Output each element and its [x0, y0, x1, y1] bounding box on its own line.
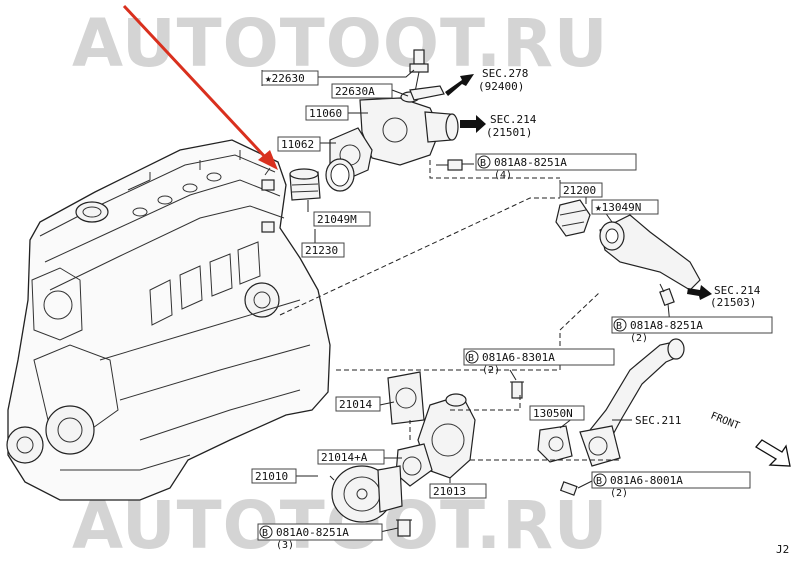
svg-text:SEC.214: SEC.214: [490, 113, 537, 126]
svg-text:★13049N: ★13049N: [595, 201, 641, 214]
gasket-13050n-part: [537, 425, 573, 463]
bolt-label-b1: B 081A8-8251A (4): [475, 153, 637, 181]
inlet-pipe-part: [579, 338, 685, 467]
label-21013: 21013: [429, 483, 487, 499]
svg-text:21049M: 21049M: [317, 213, 357, 226]
engine-block-illustration: [6, 139, 331, 501]
svg-text:21200: 21200: [563, 184, 596, 197]
svg-text:11062: 11062: [281, 138, 314, 151]
label-sec214b: SEC.214 (21503): [710, 284, 761, 309]
svg-text:081A6-8001A: 081A6-8001A: [610, 474, 683, 487]
svg-text:13050N: 13050N: [533, 407, 573, 420]
label-22630: ★22630: [261, 70, 319, 86]
svg-text:21010: 21010: [255, 470, 288, 483]
bolt-b5-part: [396, 519, 412, 537]
leader-lines-top: [261, 69, 560, 243]
svg-text:22630A: 22630A: [335, 85, 375, 98]
watermark-top: AUTOTOOT.RU: [72, 5, 609, 82]
svg-text:21013: 21013: [433, 485, 466, 498]
sec-arrow-214b: [687, 285, 712, 300]
svg-text:081A6-8301A: 081A6-8301A: [482, 351, 555, 364]
label-21230: 21230: [301, 242, 345, 258]
svg-text:★22630: ★22630: [265, 72, 305, 85]
sec-arrow-214a: [460, 115, 486, 133]
svg-text:SEC.211: SEC.211: [635, 414, 681, 427]
sec-arrow-278: [445, 74, 474, 96]
thermostat-21230-part: [289, 168, 321, 201]
svg-text:081A0-8251A: 081A0-8251A: [276, 526, 349, 539]
leader-lines-pump: [296, 369, 632, 533]
svg-text:(21503): (21503): [710, 296, 756, 309]
label-11060: 11060: [305, 105, 349, 121]
bolt-label-b2: B 081A8-8251A (2): [611, 316, 773, 344]
svg-text:21230: 21230: [305, 244, 338, 257]
label-sec211: SEC.211: [635, 414, 681, 427]
svg-text:B: B: [262, 528, 268, 539]
svg-text:(92400): (92400): [478, 80, 524, 93]
svg-text:B: B: [480, 158, 486, 169]
svg-text:(2): (2): [630, 333, 648, 344]
water-pump-21010-part: [331, 465, 403, 523]
svg-text:B: B: [616, 321, 622, 332]
housing-13049n-part: [599, 214, 701, 291]
label-13049n: ★13049N: [591, 199, 659, 215]
svg-text:21014: 21014: [339, 398, 372, 411]
label-22630a: 22630A: [331, 83, 393, 99]
bolt-b2-part: [659, 283, 675, 307]
svg-text:SEC.214: SEC.214: [714, 284, 761, 297]
svg-text:(21501): (21501): [486, 126, 532, 139]
label-11062: 11062: [277, 136, 321, 152]
gasket-21014-part: [387, 371, 425, 425]
svg-text:(2): (2): [610, 488, 628, 499]
svg-text:21014+A: 21014+A: [321, 451, 368, 464]
label-13050n: 13050N: [529, 405, 585, 421]
svg-text:SEC.278: SEC.278: [482, 67, 528, 80]
svg-text:B: B: [596, 476, 602, 487]
pointer-arrow: [122, 4, 278, 170]
bolt-label-b3: B 081A6-8301A (2): [463, 348, 615, 376]
svg-text:B: B: [468, 353, 474, 364]
svg-text:(3): (3): [276, 540, 294, 551]
label-21200: 21200: [559, 182, 603, 198]
svg-text:(2): (2): [482, 365, 500, 376]
bolt-label-b5: B 081A0-8251A (3): [257, 523, 383, 551]
label-21010: 21010: [251, 468, 297, 484]
svg-text:(4): (4): [494, 170, 512, 181]
svg-text:081A8-8251A: 081A8-8251A: [630, 319, 703, 332]
label-21014: 21014: [335, 396, 381, 412]
thermostat-21200-part: [555, 199, 591, 237]
bolt-b4-part: [559, 481, 578, 496]
gasket-11062-part: [325, 127, 373, 192]
label-sec214a: SEC.214 (21501): [486, 113, 537, 139]
page-code: J2: [776, 543, 789, 556]
label-21049m: 21049M: [313, 211, 371, 227]
label-21014a: 21014+A: [317, 449, 385, 465]
label-sec278: SEC.278 (92400): [478, 67, 528, 93]
front-label: FRONT: [709, 411, 741, 432]
bolt-label-b4: B 081A6-8001A (2): [591, 471, 751, 499]
bolt-b3-part: [510, 381, 524, 399]
svg-text:081A8-8251A: 081A8-8251A: [494, 156, 567, 169]
svg-text:11060: 11060: [309, 107, 342, 120]
bolt-b1-part: [436, 159, 463, 171]
water-outlet-11060-part: [359, 85, 459, 166]
front-direction-indicator: FRONT: [709, 411, 791, 467]
